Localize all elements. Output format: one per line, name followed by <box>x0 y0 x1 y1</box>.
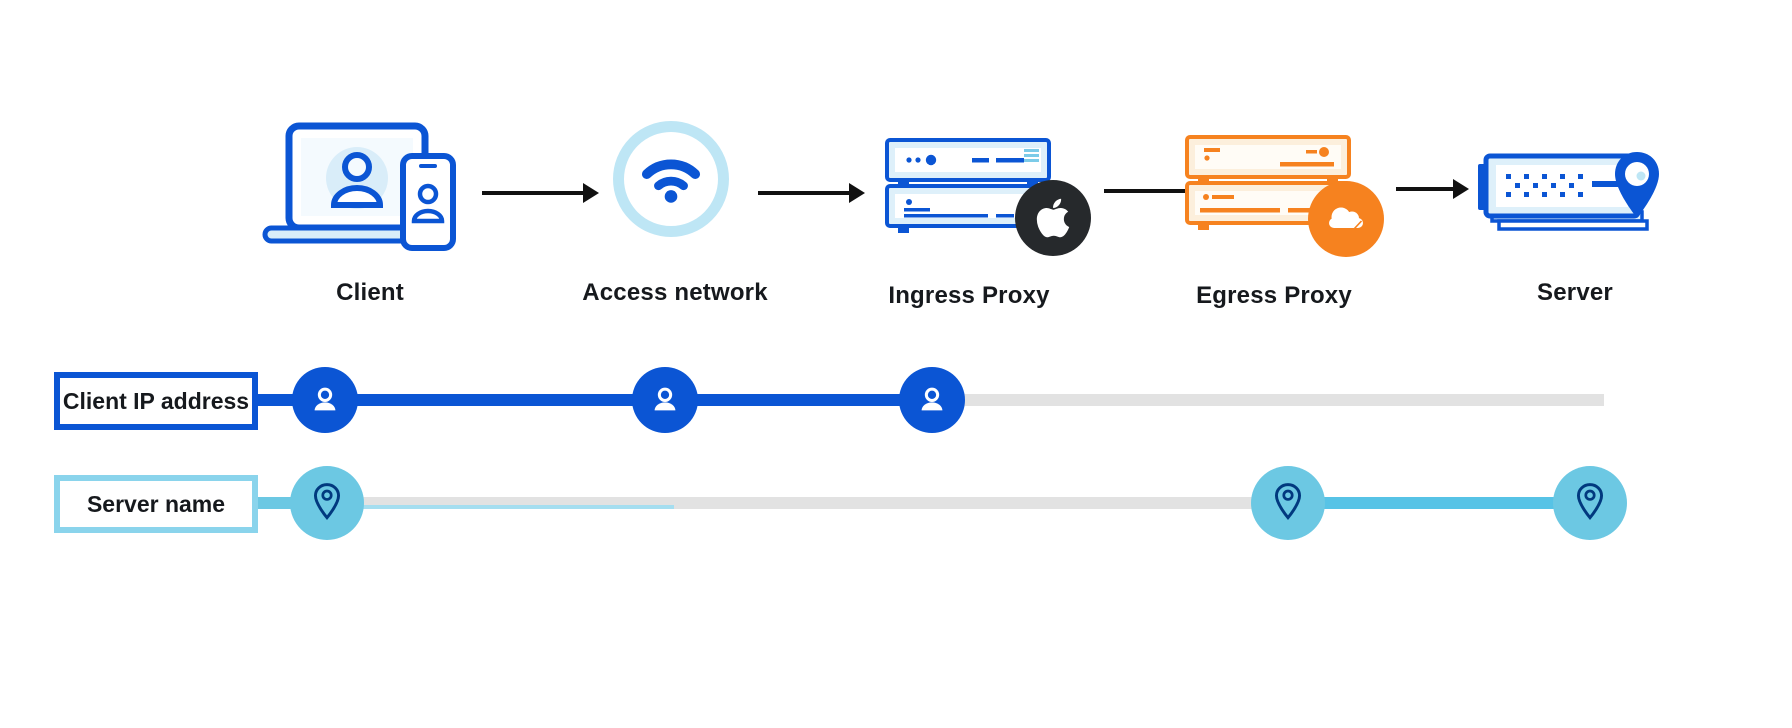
location-pin-icon <box>1576 483 1604 520</box>
arrow-client-to-access <box>482 183 599 203</box>
client-node <box>257 120 487 260</box>
egress-proxy-label: Egress Proxy <box>1196 282 1352 309</box>
location-pin-icon <box>1274 483 1302 520</box>
person-icon <box>921 387 943 411</box>
server-node <box>1472 150 1672 242</box>
client-ip-address-box: Client IP address <box>54 372 258 430</box>
server-stack-icon <box>1185 135 1351 230</box>
server-name-label: Server name <box>86 490 226 517</box>
server-name-marker-egress-proxy <box>1251 466 1325 540</box>
laptop-user-phone-icon <box>262 122 456 251</box>
server-name-thin-cyan-line <box>362 505 674 509</box>
server-name-marker-server <box>1553 466 1627 540</box>
location-pin-icon <box>1615 152 1659 218</box>
client-label: Client <box>336 279 404 306</box>
client-ip-visible-segment <box>320 394 936 406</box>
client-ip-marker-access-network <box>632 367 698 433</box>
apple-badge <box>1015 180 1091 256</box>
person-icon <box>654 387 676 411</box>
person-icon <box>314 387 336 411</box>
access-network-label: Access network <box>582 279 768 306</box>
cloudflare-badge <box>1308 181 1384 257</box>
location-pin-icon <box>313 483 341 520</box>
server-location-pin-icon <box>1478 153 1649 231</box>
cloudflare-logo-icon <box>1329 207 1363 230</box>
arrow-access-to-ingress <box>758 183 865 203</box>
apple-logo-icon <box>1036 198 1070 238</box>
server-name-marker-client <box>290 466 364 540</box>
ingress-proxy-label: Ingress Proxy <box>888 282 1050 309</box>
wifi-icon <box>641 159 701 203</box>
server-location-pin-badge <box>1606 148 1668 232</box>
egress-proxy-node <box>1184 135 1354 235</box>
client-ip-address-label: Client IP address <box>62 387 250 414</box>
client-ip-marker-client <box>292 367 358 433</box>
server-name-box: Server name <box>54 475 258 533</box>
client-ip-hidden-segment <box>932 394 1604 406</box>
arrow-egress-to-server <box>1396 179 1469 199</box>
server-name-visible-segment <box>1284 497 1594 509</box>
server-label: Server <box>1537 279 1613 306</box>
access-network-node <box>613 121 729 237</box>
client-ip-marker-ingress-proxy <box>899 367 965 433</box>
